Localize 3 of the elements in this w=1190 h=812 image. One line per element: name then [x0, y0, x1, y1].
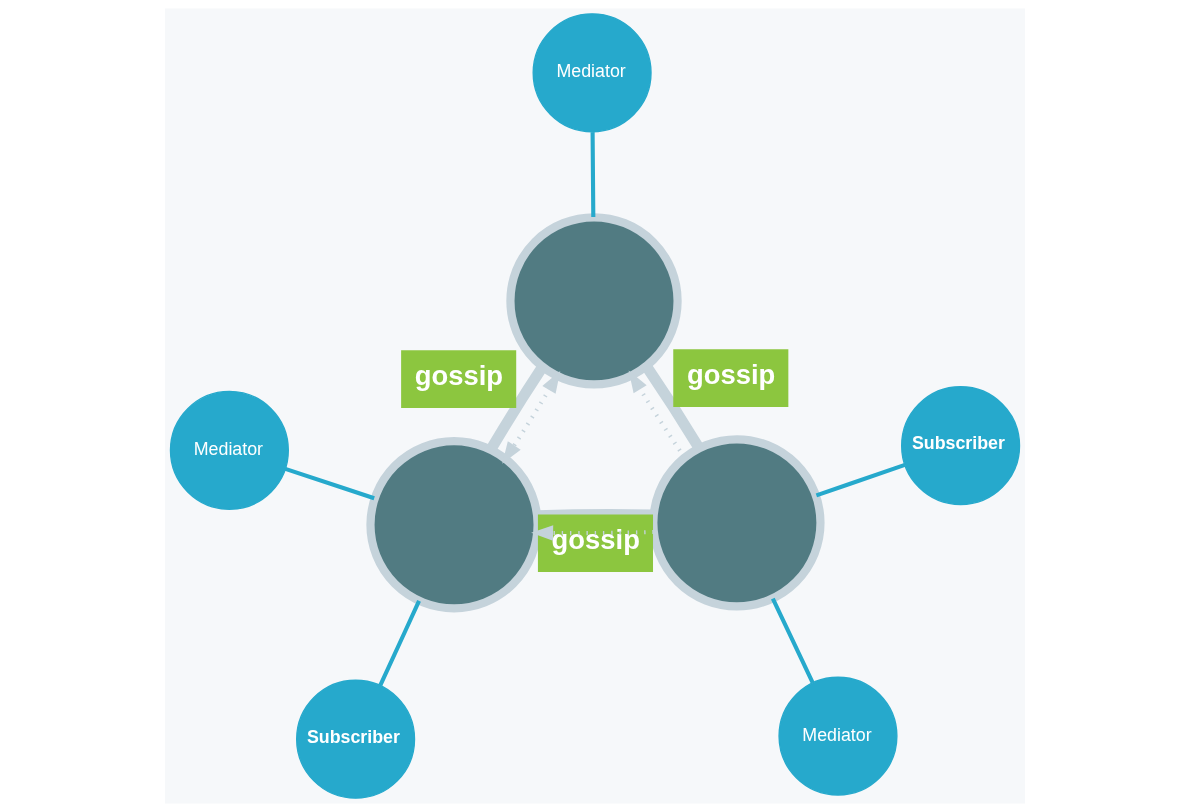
edge-label: gossip [686, 358, 776, 390]
edge-label: gossip [414, 359, 504, 391]
edge-label: gossip [551, 523, 640, 555]
